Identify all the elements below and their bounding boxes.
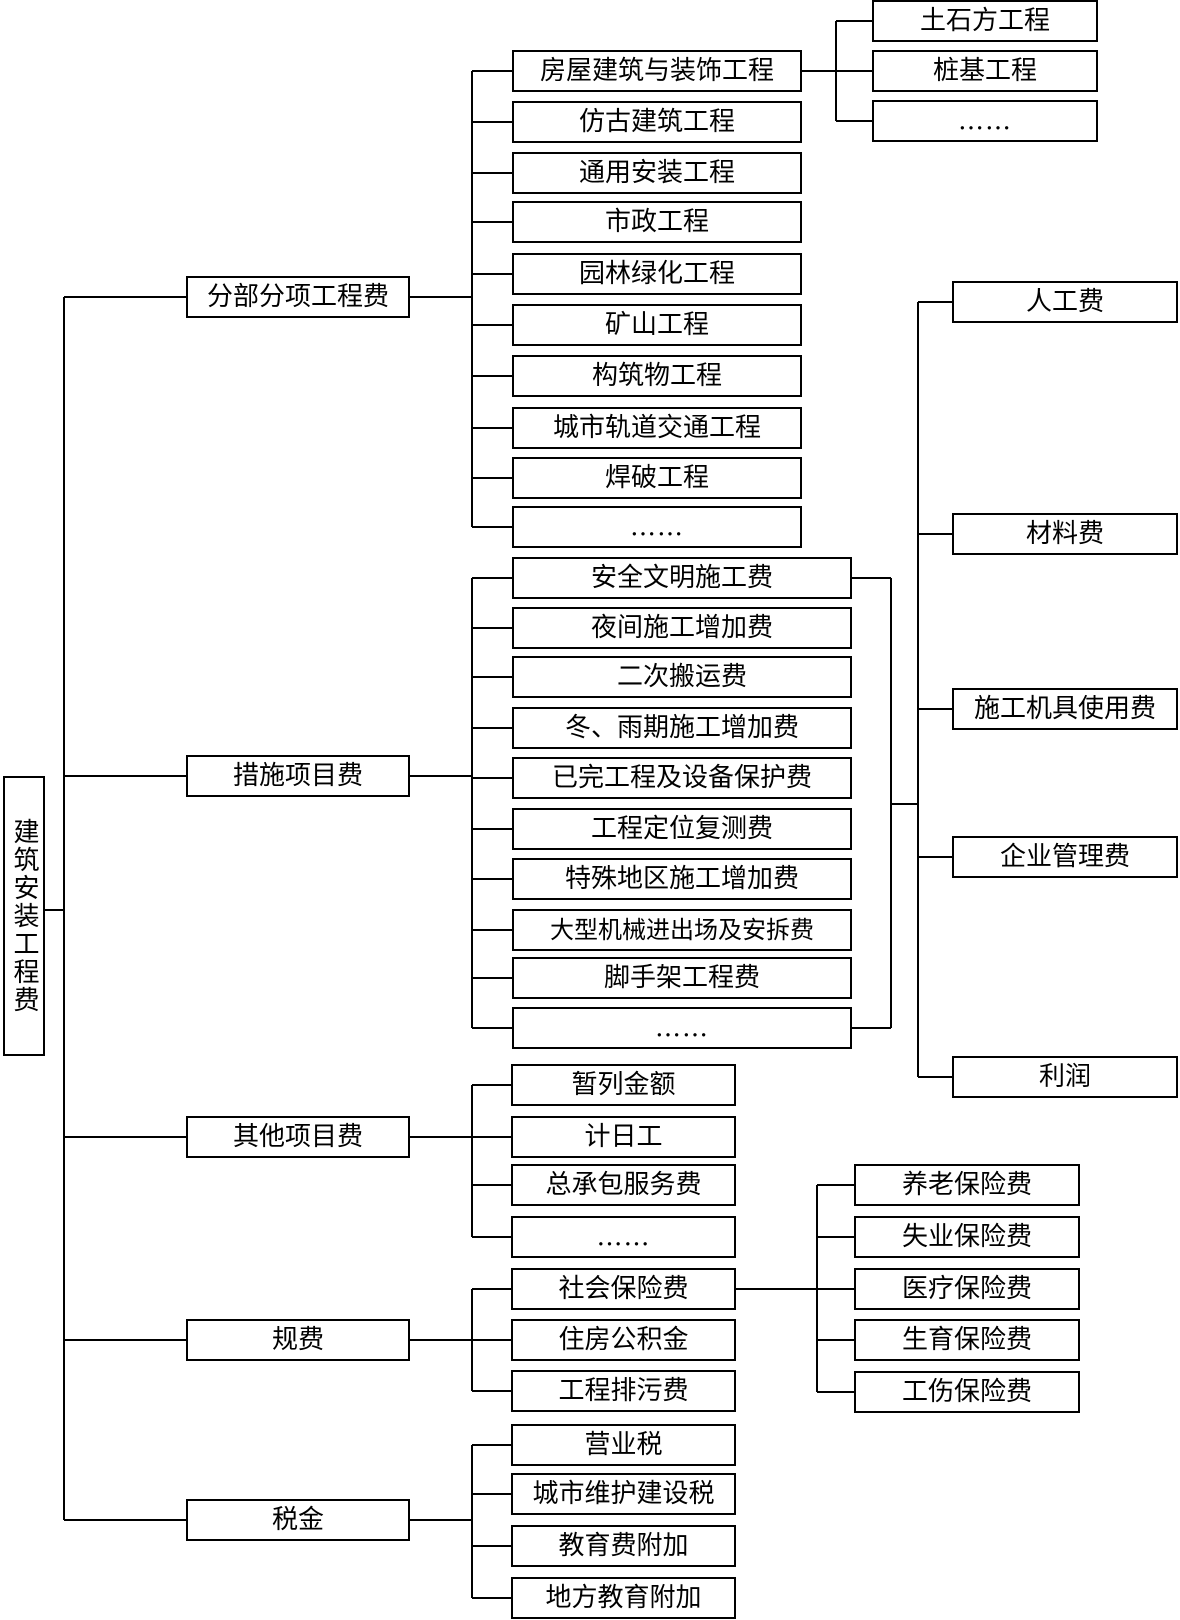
- fenbu-item: 房屋建筑与装饰工程: [512, 50, 802, 92]
- cuoshi-item: 大型机械进出场及安拆费: [512, 909, 852, 951]
- guifei-item: 住房公积金: [511, 1319, 736, 1361]
- shuijin-item: 营业税: [511, 1424, 736, 1466]
- fangwu-sub-ellipsis: ……: [872, 100, 1098, 142]
- cost-component: 利润: [952, 1056, 1178, 1098]
- cuoshi-item: 安全文明施工费: [512, 557, 852, 599]
- shebao-sub-item: 医疗保险费: [854, 1268, 1080, 1310]
- shuijin-item: 地方教育附加: [511, 1577, 736, 1619]
- level1-shuijin: 税金: [186, 1499, 410, 1541]
- qita-item: 计日工: [511, 1116, 736, 1158]
- cost-component: 人工费: [952, 281, 1178, 323]
- cost-component: 施工机具使用费: [952, 688, 1178, 730]
- shebao-sub-item: 失业保险费: [854, 1216, 1080, 1258]
- cuoshi-item: 夜间施工增加费: [512, 607, 852, 649]
- cuoshi-item-ellipsis: ……: [512, 1007, 852, 1049]
- cost-component: 材料费: [952, 513, 1178, 555]
- fenbu-item: 市政工程: [512, 201, 802, 243]
- fenbu-item-ellipsis: ……: [512, 506, 802, 548]
- shuijin-item: 城市维护建设税: [511, 1473, 736, 1515]
- cuoshi-item: 冬、雨期施工增加费: [512, 707, 852, 749]
- fenbu-item: 城市轨道交通工程: [512, 407, 802, 449]
- guifei-item: 工程排污费: [511, 1370, 736, 1412]
- level1-cuoshi: 措施项目费: [186, 755, 410, 797]
- shebao-sub-item: 工伤保险费: [854, 1371, 1080, 1413]
- fenbu-item: 矿山工程: [512, 304, 802, 346]
- fenbu-item: 焊破工程: [512, 457, 802, 499]
- qita-item-ellipsis: ……: [511, 1216, 736, 1258]
- shuijin-item: 教育费附加: [511, 1525, 736, 1567]
- root-node: 建筑安装工程费: [3, 776, 45, 1056]
- level1-fenbu: 分部分项工程费: [186, 276, 410, 318]
- shebao-sub-item: 养老保险费: [854, 1164, 1080, 1206]
- fangwu-sub-item: 土石方工程: [872, 0, 1098, 42]
- cuoshi-item: 脚手架工程费: [512, 957, 852, 999]
- fenbu-item: 构筑物工程: [512, 355, 802, 397]
- cuoshi-item: 二次搬运费: [512, 656, 852, 698]
- cost-component: 企业管理费: [952, 836, 1178, 878]
- qita-item: 暂列金额: [511, 1064, 736, 1106]
- level1-qita: 其他项目费: [186, 1116, 410, 1158]
- guifei-item: 社会保险费: [511, 1268, 736, 1310]
- fenbu-item: 通用安装工程: [512, 152, 802, 194]
- qita-item: 总承包服务费: [511, 1164, 736, 1206]
- shebao-sub-item: 生育保险费: [854, 1319, 1080, 1361]
- cuoshi-item: 已完工程及设备保护费: [512, 757, 852, 799]
- cuoshi-item: 特殊地区施工增加费: [512, 858, 852, 900]
- fangwu-sub-item: 桩基工程: [872, 50, 1098, 92]
- fenbu-item: 仿古建筑工程: [512, 101, 802, 143]
- cuoshi-item: 工程定位复测费: [512, 808, 852, 850]
- level1-guifei: 规费: [186, 1319, 410, 1361]
- fenbu-item: 园林绿化工程: [512, 253, 802, 295]
